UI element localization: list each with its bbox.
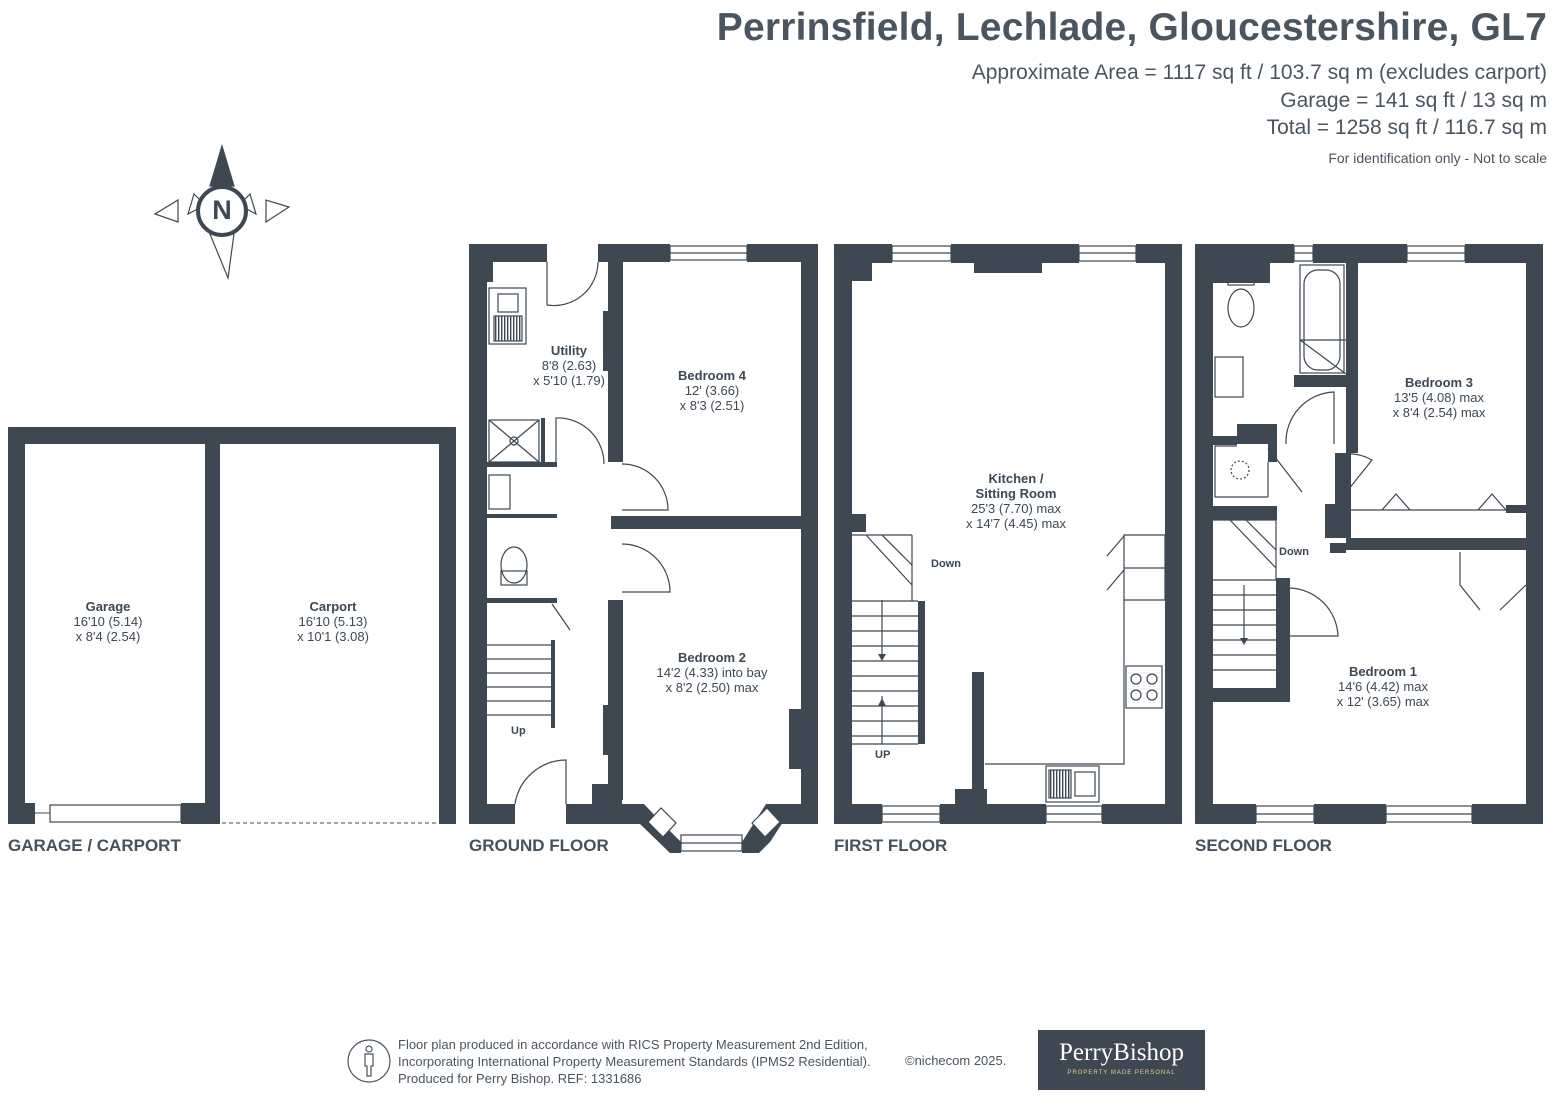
compass-north-label: N bbox=[212, 195, 232, 225]
room-name: Bedroom 3 bbox=[1405, 375, 1473, 390]
room-dimension: 14'2 (4.33) into bay bbox=[656, 665, 768, 680]
stairs-up-label-first: UP bbox=[875, 749, 891, 761]
scale-note: For identification only - Not to scale bbox=[1328, 150, 1547, 166]
room-name: Utility bbox=[550, 343, 588, 358]
room-name: Bedroom 1 bbox=[1349, 664, 1417, 679]
footer-line: Incorporating International Property Mea… bbox=[398, 1054, 871, 1069]
room-dimension: x 8'4 (2.54) max bbox=[1392, 405, 1486, 420]
floor-label-second: SECOND FLOOR bbox=[1195, 836, 1332, 855]
garage-carport-plan bbox=[8, 427, 456, 824]
room-dimension: 16'10 (5.14) bbox=[73, 614, 143, 629]
room-dimension: 25'3 (7.70) max bbox=[971, 501, 1061, 516]
logo-tagline: PROPERTY MADE PERSONAL bbox=[1067, 1070, 1176, 1076]
garage-door bbox=[49, 804, 182, 823]
footer-notes: Floor plan produced in accordance with R… bbox=[398, 1036, 871, 1087]
area-total: Total = 1258 sq ft / 116.7 sq m bbox=[1266, 116, 1547, 139]
room-dimension: x 12' (3.65) max bbox=[1336, 694, 1430, 709]
area-garage: Garage = 141 sq ft / 13 sq m bbox=[1280, 89, 1547, 112]
room-bedroom-2: Bedroom 2 14'2 (4.33) into bay x 8'2 (2.… bbox=[657, 650, 768, 695]
room-name: Carport bbox=[309, 599, 357, 614]
room-utility: Utility 8'8 (2.63) x 5'10 (1.79) bbox=[533, 343, 605, 388]
room-garage: Garage 16'10 (5.14) x 8'4 (2.54) bbox=[74, 599, 143, 644]
page-title: Perrinsfield, Lechlade, Gloucestershire,… bbox=[716, 6, 1547, 49]
first-floor-stair-arrows bbox=[878, 654, 886, 706]
room-dimension: 8'8 (2.63) bbox=[541, 358, 597, 373]
floor-label-first: FIRST FLOOR bbox=[834, 836, 948, 855]
second-floor-stair-arrow bbox=[1240, 638, 1248, 645]
room-dimension: x 8'3 (2.51) bbox=[679, 398, 745, 413]
room-carport: Carport 16'10 (5.13) x 10'1 (3.08) bbox=[297, 599, 369, 644]
footer-line: Floor plan produced in accordance with R… bbox=[398, 1037, 868, 1052]
compass-rose-icon bbox=[153, 143, 291, 281]
ground-floor-fittings bbox=[487, 261, 671, 805]
room-bedroom-1: Bedroom 1 14'6 (4.42) max x 12' (3.65) m… bbox=[1337, 664, 1430, 709]
first-floor-fittings bbox=[852, 534, 1166, 803]
first-floor-walls bbox=[834, 244, 1182, 824]
footer-line: Produced for Perry Bishop. REF: 1331686 bbox=[398, 1071, 642, 1086]
perry-bishop-logo: PerryBishop PROPERTY MADE PERSONAL bbox=[1038, 1030, 1205, 1090]
area-approximate: Approximate Area = 1117 sq ft / 103.7 sq… bbox=[971, 61, 1547, 84]
room-dimension: 14'6 (4.42) max bbox=[1338, 679, 1428, 694]
person-scale-icon bbox=[347, 1039, 391, 1083]
room-name: Bedroom 4 bbox=[678, 368, 746, 383]
ground-floor-windows bbox=[647, 245, 781, 852]
room-bedroom-3: Bedroom 3 13'5 (4.08) max x 8'4 (2.54) m… bbox=[1393, 375, 1486, 420]
stairs-down-label-second: Down bbox=[1279, 546, 1309, 558]
footer-credit: ©nichecom 2025. bbox=[905, 1053, 1007, 1068]
stairs-down-label-first: Down bbox=[931, 558, 961, 570]
room-dimension: 13'5 (4.08) max bbox=[1394, 390, 1484, 405]
second-floor-fittings bbox=[1213, 264, 1527, 671]
room-dimension: 16'10 (5.13) bbox=[298, 614, 368, 629]
room-name: Bedroom 2 bbox=[678, 650, 746, 665]
room-dimension: x 5'10 (1.79) bbox=[533, 373, 605, 388]
room-dimension: x 10'1 (3.08) bbox=[297, 629, 369, 644]
stairs-up-label-ground: Up bbox=[511, 725, 526, 737]
second-floor-walls bbox=[1195, 244, 1543, 824]
room-name: Sitting Room bbox=[975, 486, 1057, 501]
floor-label-ground: GROUND FLOOR bbox=[469, 836, 609, 855]
floor-label-garage: GARAGE / CARPORT bbox=[8, 836, 181, 855]
logo-name: PerryBishop bbox=[1059, 1039, 1184, 1066]
room-dimension: x 8'2 (2.50) max bbox=[665, 680, 759, 695]
room-bedroom-4: Bedroom 4 12' (3.66) x 8'3 (2.51) bbox=[678, 368, 746, 413]
second-floor-windows bbox=[1255, 245, 1473, 823]
room-dimension: x 8'4 (2.54) bbox=[75, 629, 141, 644]
room-dimension: x 14'7 (4.45) max bbox=[965, 516, 1067, 531]
room-dimension: 12' (3.66) bbox=[684, 383, 740, 398]
first-floor-windows bbox=[881, 245, 1137, 823]
room-name: Kitchen / bbox=[988, 471, 1044, 486]
room-name: Garage bbox=[85, 599, 131, 614]
room-kitchen-sitting: Kitchen / Sitting Room 25'3 (7.70) max x… bbox=[966, 471, 1066, 531]
